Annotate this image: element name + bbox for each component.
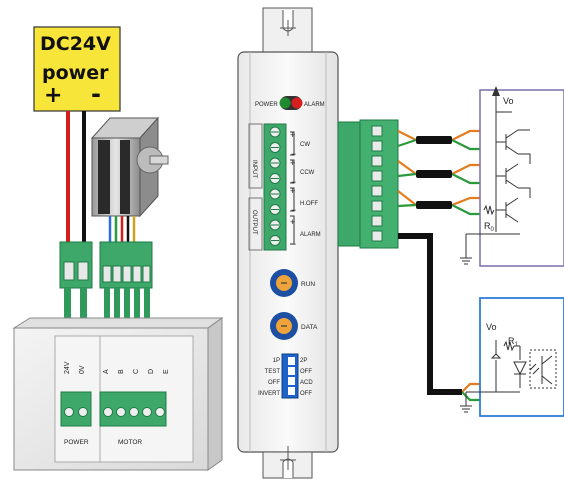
signal-wire <box>397 203 482 216</box>
svg-text:−: − <box>291 205 296 215</box>
dip-left-4: INVERT <box>258 391 280 397</box>
power-led <box>279 97 291 109</box>
signal-wire <box>397 190 482 207</box>
power-supply: DC24V power + - <box>33 26 121 112</box>
data-knob[interactable] <box>270 312 298 340</box>
output-label: OUTPUT <box>251 210 257 235</box>
dip-left-1: 1P <box>273 358 280 364</box>
motor-label: MOTOR <box>118 439 142 446</box>
power-label: POWER <box>64 439 89 446</box>
dip-right-2: OFF <box>300 369 312 375</box>
signal-wire <box>397 160 482 175</box>
motor-plug <box>99 241 153 324</box>
stepper-motor <box>90 116 169 243</box>
signal-wire <box>461 382 482 393</box>
signal-label-cw: CW <box>300 142 310 148</box>
io-connector <box>337 119 399 249</box>
svg-text:−: − <box>291 177 296 187</box>
svg-text:+: + <box>290 158 295 168</box>
power-plug <box>59 241 93 324</box>
run-knob[interactable] <box>270 269 298 297</box>
input-circuit: Vo R0 <box>460 86 564 267</box>
signal-cables <box>397 129 482 402</box>
dip-left-2: TEST <box>265 369 281 375</box>
r0-label: R0 <box>484 221 495 233</box>
connector-slot <box>371 140 383 152</box>
signal-wire <box>461 391 482 402</box>
svg-text:−: − <box>291 239 296 249</box>
run-label: RUN <box>301 281 315 288</box>
terminal-label-c: C <box>133 369 140 374</box>
power-supply-label: power <box>42 62 109 84</box>
dip-right-3: ACD <box>300 380 313 386</box>
output-circuit: Vo R1 <box>460 297 564 417</box>
controller-unit: POWER ALARM INPUT OUTPUT CW CCW H.OFF AL… <box>237 7 339 479</box>
vo-top-label: Vo <box>503 96 514 106</box>
terminal-label-0v: 0V <box>79 365 86 374</box>
signal-label-hoff: H.OFF <box>300 201 318 207</box>
svg-text:−: − <box>291 149 296 159</box>
connector-slot <box>371 170 383 182</box>
signal-wire <box>397 172 482 185</box>
dip-right-1: 2P <box>300 358 307 364</box>
r1-label: R1 <box>508 336 519 348</box>
signal-label-alarm: ALARM <box>300 232 321 238</box>
connector-slot <box>371 215 383 227</box>
dip-right-4: OFF <box>300 391 312 397</box>
alarm-cable <box>398 233 462 395</box>
io-terminal-strip <box>263 123 287 251</box>
alarm-led <box>291 97 303 109</box>
connector-slot <box>371 155 383 167</box>
dip-left-3: OFF <box>268 380 280 386</box>
svg-text:+: + <box>290 186 295 196</box>
minus-sign: - <box>91 80 101 108</box>
plus-sign: + <box>44 83 62 108</box>
terminal-label-24v: 24V <box>64 361 71 374</box>
signal-label-ccw: CCW <box>300 170 315 176</box>
power-led-label: POWER <box>255 102 278 108</box>
power-supply-voltage: DC24V <box>40 33 111 55</box>
signal-wire <box>397 138 482 151</box>
vo-bottom-label: Vo <box>486 322 497 332</box>
driver-box: 24V 0V A B C D E POWER MOTOR <box>12 317 224 471</box>
data-label: DATA <box>301 324 318 331</box>
terminal-label-b: B <box>118 369 125 374</box>
ferrite-cores <box>416 136 452 209</box>
connector-slot <box>371 200 383 212</box>
svg-text:+: + <box>290 130 295 140</box>
connector-slot <box>371 125 383 137</box>
connector-slot <box>371 230 383 242</box>
power-wires <box>66 111 86 243</box>
signal-wire <box>397 129 482 141</box>
connector-slot <box>371 185 383 197</box>
alarm-led-label: ALARM <box>304 102 325 108</box>
terminal-label-e: E <box>163 369 170 374</box>
input-label: INPUT <box>251 160 257 178</box>
terminal-label-d: D <box>148 369 155 374</box>
svg-text:+: + <box>290 217 295 227</box>
terminal-label-a: A <box>103 369 110 374</box>
